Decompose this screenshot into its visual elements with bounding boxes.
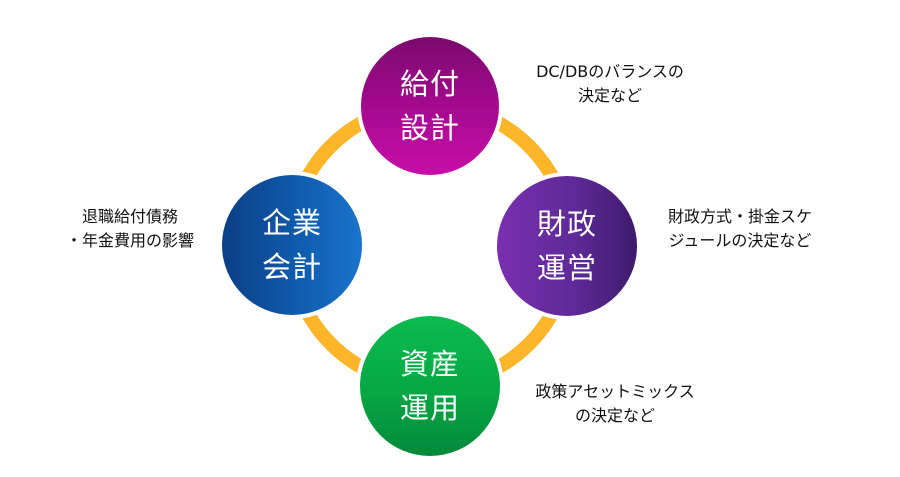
node-label-line1: 財政 bbox=[536, 207, 597, 241]
note-line2: の決定など bbox=[574, 406, 655, 425]
node-label-line1: 資産 bbox=[399, 347, 460, 381]
node-label-line2: 運用 bbox=[399, 391, 460, 425]
note-line1: DC/DBのバランスの bbox=[536, 62, 684, 81]
node-label-line2: 設計 bbox=[399, 111, 460, 145]
node-benefit-design: 給付 設計 bbox=[361, 37, 499, 175]
node-label-line1: 企業 bbox=[261, 206, 322, 240]
note-line1: 退職給付債務 bbox=[81, 207, 178, 226]
node-label-line1: 給付 bbox=[399, 67, 460, 101]
note-line1: 政策アセットミックス bbox=[535, 382, 695, 401]
note-line2: 決定など bbox=[577, 86, 642, 105]
node-label-line2: 会計 bbox=[261, 250, 322, 284]
node-label-line2: 運営 bbox=[536, 251, 597, 285]
note-benefit-design: DC/DBのバランスの 決定など bbox=[520, 60, 700, 108]
note-corporate-accounting: 退職給付債務 ・年金費用の影響 bbox=[40, 205, 220, 253]
note-line2: ジュールの決定など bbox=[668, 231, 812, 250]
node-asset-management: 資産 運用 bbox=[360, 316, 500, 456]
node-corporate-accounting: 企業 会計 bbox=[222, 175, 362, 315]
note-financial-management: 財政方式・掛金スケ ジュールの決定など bbox=[640, 205, 840, 253]
note-asset-management: 政策アセットミックス の決定など bbox=[525, 380, 705, 428]
note-line2: ・年金費用の影響 bbox=[65, 231, 194, 250]
node-financial-management: 財政 運営 bbox=[497, 176, 637, 316]
note-line1: 財政方式・掛金スケ bbox=[667, 207, 812, 226]
